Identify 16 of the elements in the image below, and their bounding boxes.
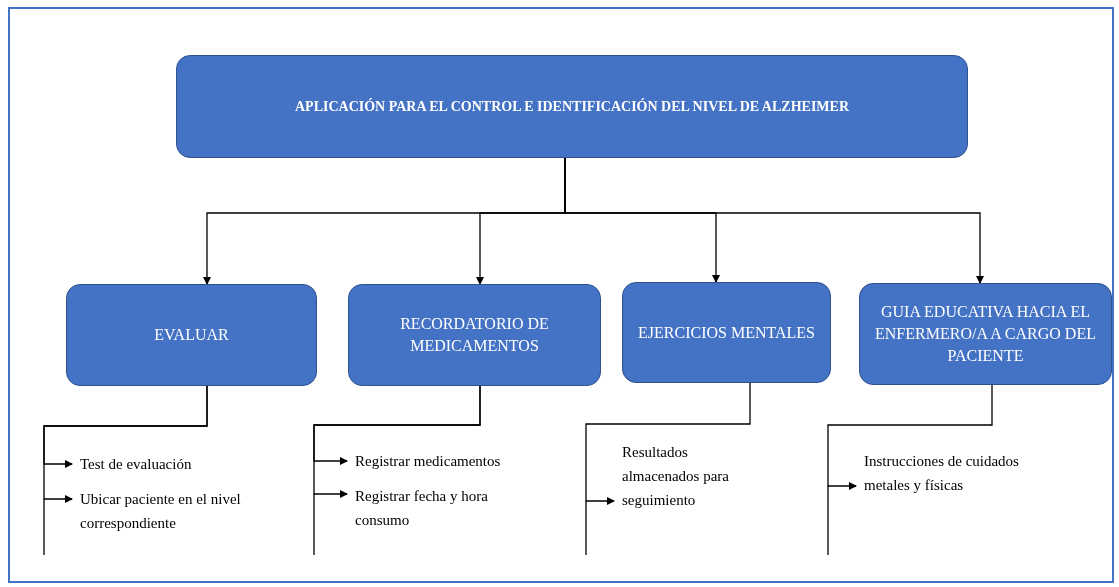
connector-arrow: [313, 385, 481, 498]
connector-arrow: [827, 384, 993, 490]
list-item-text: Resultados almacenados para seguimiento: [622, 443, 731, 510]
connector-arrow: [43, 385, 208, 503]
connector-arrow: [564, 157, 984, 284]
category-box: GUIA EDUCATIVA HACIA EL ENFERMERO/A A CARGO DEL PACIENTE: [859, 283, 1112, 385]
title-box: APLICACIÓN PARA EL CONTROL E IDENTIFICACIÓN DEL NIVEL DE ALZHEIMER: [176, 55, 968, 158]
list-item-text: Registrar medicamentos: [355, 452, 502, 471]
connector-arrow: [585, 382, 751, 505]
list-item-text: Ubicar paciente en el nivel correspondiente: [80, 490, 242, 533]
category-box: RECORDATORIO DE MEDICAMENTOS: [348, 284, 601, 386]
list-item-text: Test de evaluación: [80, 455, 193, 474]
category-box: EVALUAR: [66, 284, 317, 386]
list-item-text: Registrar fecha y hora consumo: [355, 487, 489, 530]
category-box: EJERCICIOS MENTALES: [622, 282, 831, 383]
list-item-text: Instrucciones de cuidados metales y físicas: [864, 452, 1020, 495]
